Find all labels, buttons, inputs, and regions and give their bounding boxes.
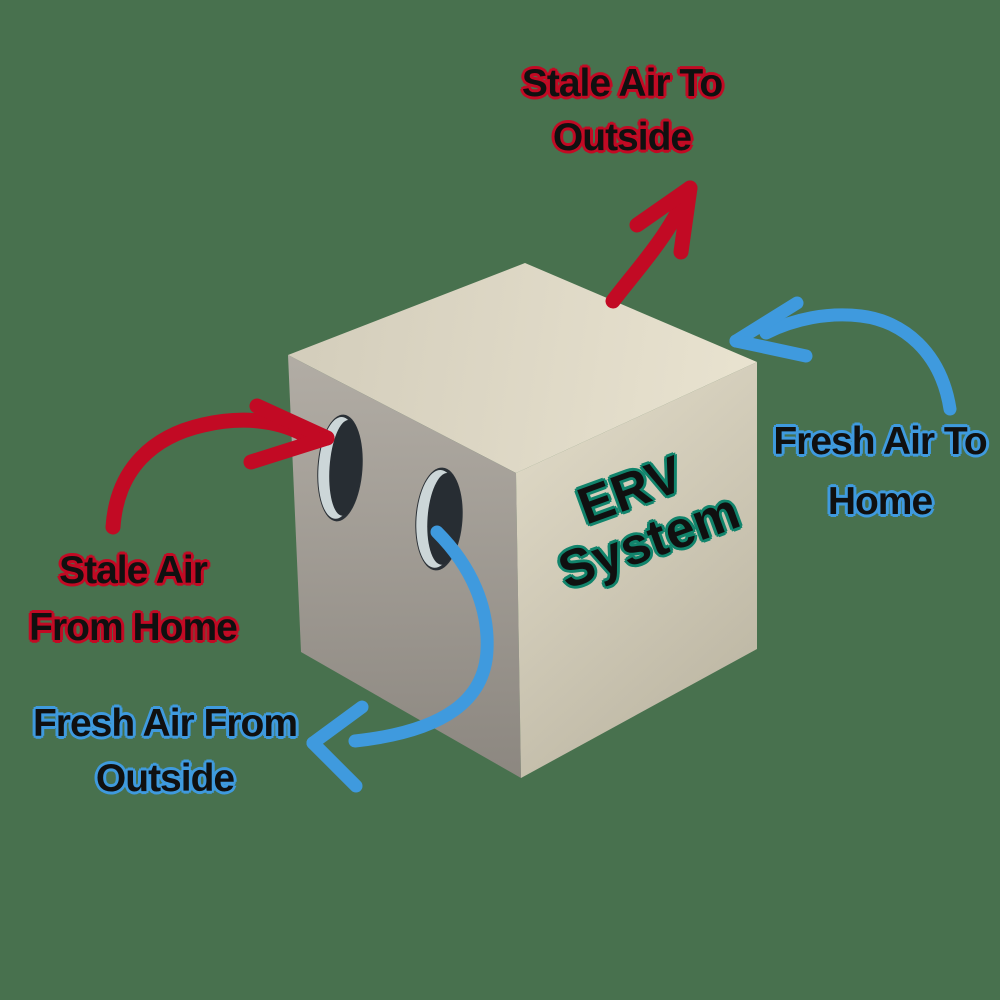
port-opening: [329, 419, 362, 516]
label-line: Fresh Air To: [773, 420, 987, 463]
label-line: From Home: [29, 606, 238, 649]
arrowhead-barb: [729, 334, 813, 363]
arrowhead-barb: [673, 180, 698, 260]
label-fresh-air-to-home: Fresh Air To Home: [756, 412, 1000, 532]
arrow-shaft: [605, 191, 692, 309]
label-fresh-air-from-outside: Fresh Air From Outside: [0, 696, 330, 806]
arrowhead-barb: [306, 736, 363, 793]
label-line: Fresh Air From: [32, 702, 298, 745]
fresh-air-in-arrow: [729, 296, 957, 416]
arrow-shaft: [759, 308, 957, 416]
stale-air-out-arrow: [605, 180, 698, 309]
arrow-shaft: [348, 525, 494, 748]
label-line: Home: [827, 480, 933, 523]
box-right-face: [516, 362, 757, 778]
erv-box: [288, 263, 757, 778]
label-line: Outside: [95, 757, 235, 800]
arrowhead-barb: [629, 180, 698, 233]
arrowhead-barb: [249, 398, 335, 446]
arrowhead-barb: [243, 430, 335, 470]
label-line: Outside: [552, 116, 692, 159]
label-stale-air-to-outside: Stale Air To Outside: [422, 57, 822, 165]
arrow-shaft: [105, 412, 311, 535]
box-top-face: [288, 263, 757, 473]
fresh-air-from-outside-arrow: [306, 525, 494, 793]
arrowhead-barb: [729, 296, 804, 348]
label-stale-air-from-home: Stale Air From Home: [0, 542, 266, 656]
label-line: Stale Air To: [521, 62, 723, 105]
label-line: Stale Air: [59, 549, 208, 592]
arrowhead-barb: [306, 700, 369, 750]
stale-air-from-home-arrow: [105, 398, 335, 535]
